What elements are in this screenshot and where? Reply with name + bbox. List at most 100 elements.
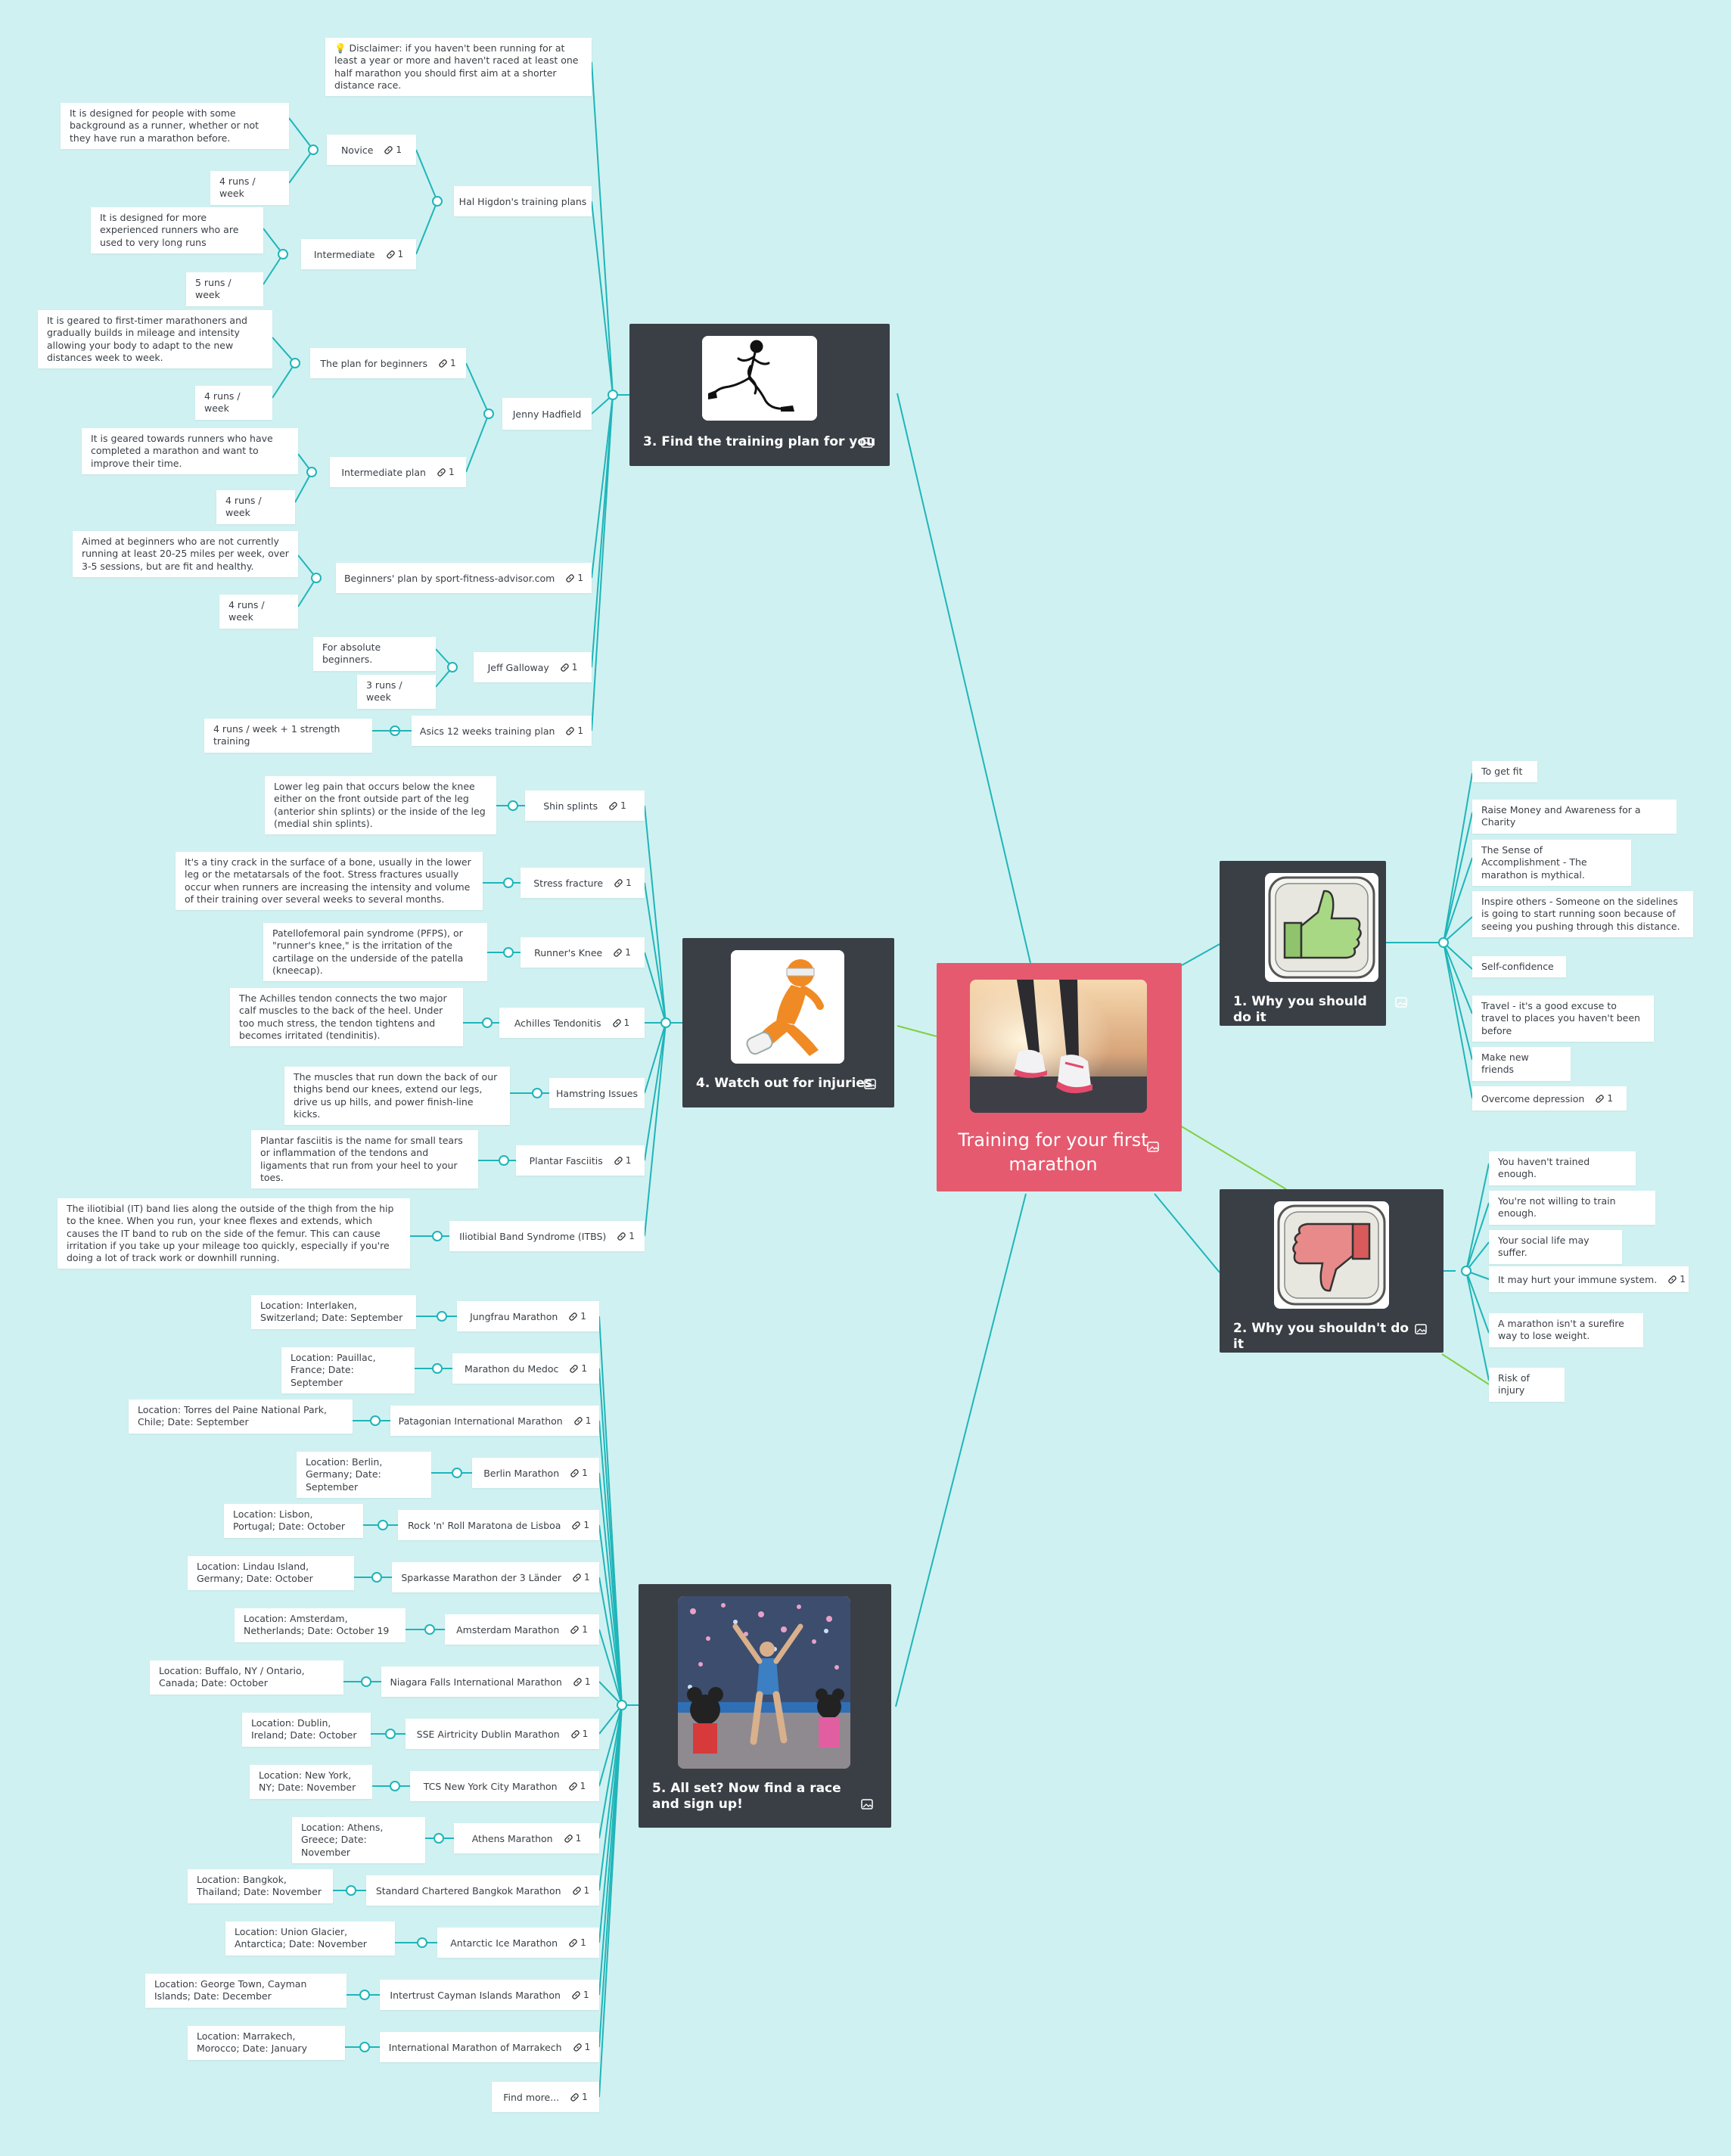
link-count[interactable]: 1 <box>570 1468 588 1478</box>
disclaimer-note[interactable]: 💡 Disclaimer: if you haven't been runnin… <box>325 38 592 96</box>
list-item[interactable]: To get fit <box>1472 761 1537 783</box>
list-item[interactable]: Travel - it's a good excuse to travel to… <box>1472 996 1654 1042</box>
injury-description[interactable]: Patellofemoral pain syndrome (PFPS), or … <box>263 923 487 981</box>
race-location-date[interactable]: Location: Bangkok, Thailand; Date: Novem… <box>188 1869 333 1903</box>
list-item[interactable]: Self-confidence <box>1472 956 1566 978</box>
injury-item[interactable]: Iliotibial Band Syndrome (ITBS)1 <box>449 1221 645 1251</box>
link-count[interactable]: 1 <box>570 2092 588 2102</box>
link-count[interactable]: 1 <box>572 1885 589 1896</box>
race-location-date[interactable]: Location: Interlaken, Switzerland; Date:… <box>251 1295 416 1329</box>
race-location-date[interactable]: Location: Lindau Island, Germany; Date: … <box>188 1556 354 1590</box>
root-node[interactable]: Training for your first marathon <box>937 963 1182 1191</box>
branch-training-plan[interactable]: 3. Find the training plan for you <box>629 324 890 466</box>
link-count[interactable]: 1 <box>568 1781 586 1791</box>
link-count[interactable]: 1 <box>570 1624 588 1635</box>
runs-per-week[interactable]: 4 runs / week <box>216 490 295 524</box>
race-location-date[interactable]: Location: Union Glacier, Antarctica; Dat… <box>225 1921 395 1956</box>
race-location-date[interactable]: Location: Buffalo, NY / Ontario, Canada;… <box>150 1660 343 1695</box>
link-count[interactable]: 1 <box>564 1833 581 1844</box>
branch-find-race[interactable]: 5. All set? Now find a race and sign up! <box>639 1584 891 1828</box>
runs-per-week[interactable]: 4 runs / week <box>219 595 298 629</box>
injury-item[interactable]: Hamstring Issues <box>549 1078 645 1108</box>
link-count[interactable]: 1 <box>614 1155 631 1166</box>
list-item[interactable]: Raise Money and Awareness for a Charity <box>1472 800 1677 834</box>
runs-per-week[interactable]: 4 runs / week + 1 strength training <box>204 719 372 753</box>
link-count[interactable]: 1 <box>1595 1093 1613 1104</box>
runs-per-week[interactable]: 4 runs / week <box>210 171 289 205</box>
plan-description[interactable]: It is designed for people with some back… <box>61 103 289 149</box>
list-item[interactable]: It may hurt your immune system.1 <box>1489 1266 1689 1292</box>
race-location-date[interactable]: Location: Lisbon, Portugal; Date: Octobe… <box>224 1504 363 1538</box>
link-count[interactable]: 1 <box>612 1017 629 1028</box>
branch-why-do-it[interactable]: 1. Why you should do it <box>1220 861 1407 1026</box>
injury-description[interactable]: The muscles that run down the back of ou… <box>284 1067 510 1125</box>
link-count[interactable]: 1 <box>572 1572 590 1583</box>
race-location-date[interactable]: Location: Dublin, Ireland; Date: October <box>242 1713 371 1747</box>
link-count[interactable]: 1 <box>617 1231 635 1241</box>
link-count[interactable]: 1 <box>571 1520 589 1530</box>
link-count[interactable]: 1 <box>437 467 455 477</box>
link-count[interactable]: 1 <box>573 1676 591 1687</box>
race-location-date[interactable]: Location: Berlin, Germany; Date: Septemb… <box>297 1452 431 1498</box>
link-count[interactable]: 1 <box>573 2042 590 2052</box>
race-location-date[interactable]: Location: Pauillac, France; Date: Septem… <box>281 1347 415 1393</box>
list-item[interactable]: Your social life may suffer. <box>1489 1230 1622 1264</box>
list-item[interactable]: The Sense of Accomplishment - The marath… <box>1472 840 1631 886</box>
list-item[interactable]: Make new friends <box>1472 1047 1571 1081</box>
link-count[interactable]: 1 <box>568 1937 586 1948</box>
plan-description[interactable]: Aimed at beginners who are not currently… <box>73 531 298 577</box>
injury-description[interactable]: Plantar fasciitis is the name for small … <box>251 1130 478 1188</box>
jenny-hadfield[interactable]: Jenny Hadfield <box>502 398 592 430</box>
link-count[interactable]: 1 <box>613 947 631 958</box>
race-location-date[interactable]: Location: Torres del Paine National Park… <box>129 1400 353 1434</box>
runs-per-week[interactable]: 5 runs / week <box>186 272 263 306</box>
list-item[interactable]: A marathon isn't a surefire way to lose … <box>1489 1313 1643 1347</box>
plan-description[interactable]: It is designed for more experienced runn… <box>91 207 263 253</box>
injury-description[interactable]: It's a tiny crack in the surface of a bo… <box>176 852 483 910</box>
runs-per-week[interactable]: 3 runs / week <box>357 675 436 709</box>
injury-description[interactable]: The Achilles tendon connects the two maj… <box>230 988 463 1046</box>
list-item[interactable]: You're not willing to train enough. <box>1489 1191 1655 1225</box>
race-location-date[interactable]: Location: New York, NY; Date: November <box>250 1765 372 1799</box>
sport-fitness-advisor-plan[interactable]: Beginners' plan by sport-fitness-advisor… <box>336 563 592 593</box>
link-count[interactable]: 1 <box>570 1729 588 1739</box>
link-count[interactable]: 1 <box>571 1990 589 2000</box>
injury-description[interactable]: Lower leg pain that occurs below the kne… <box>265 776 496 834</box>
plan-description[interactable]: It is geared towards runners who have co… <box>82 428 298 474</box>
injury-description[interactable]: The iliotibial (IT) band lies along the … <box>57 1198 410 1269</box>
race-location-date[interactable]: Location: Marrakech, Morocco; Date: Janu… <box>188 2026 345 2060</box>
link-count[interactable]: 1 <box>565 725 583 736</box>
list-item[interactable]: You haven't trained enough. <box>1489 1151 1636 1185</box>
link-count[interactable]: 1 <box>573 1415 591 1426</box>
race-location-date[interactable]: Location: Amsterdam, Netherlands; Date: … <box>235 1608 406 1642</box>
link-count[interactable]: 1 <box>569 1363 587 1374</box>
link-count[interactable]: 1 <box>568 1311 586 1322</box>
link-count[interactable]: 1 <box>560 662 577 673</box>
list-item[interactable]: Risk of injury <box>1489 1368 1565 1402</box>
